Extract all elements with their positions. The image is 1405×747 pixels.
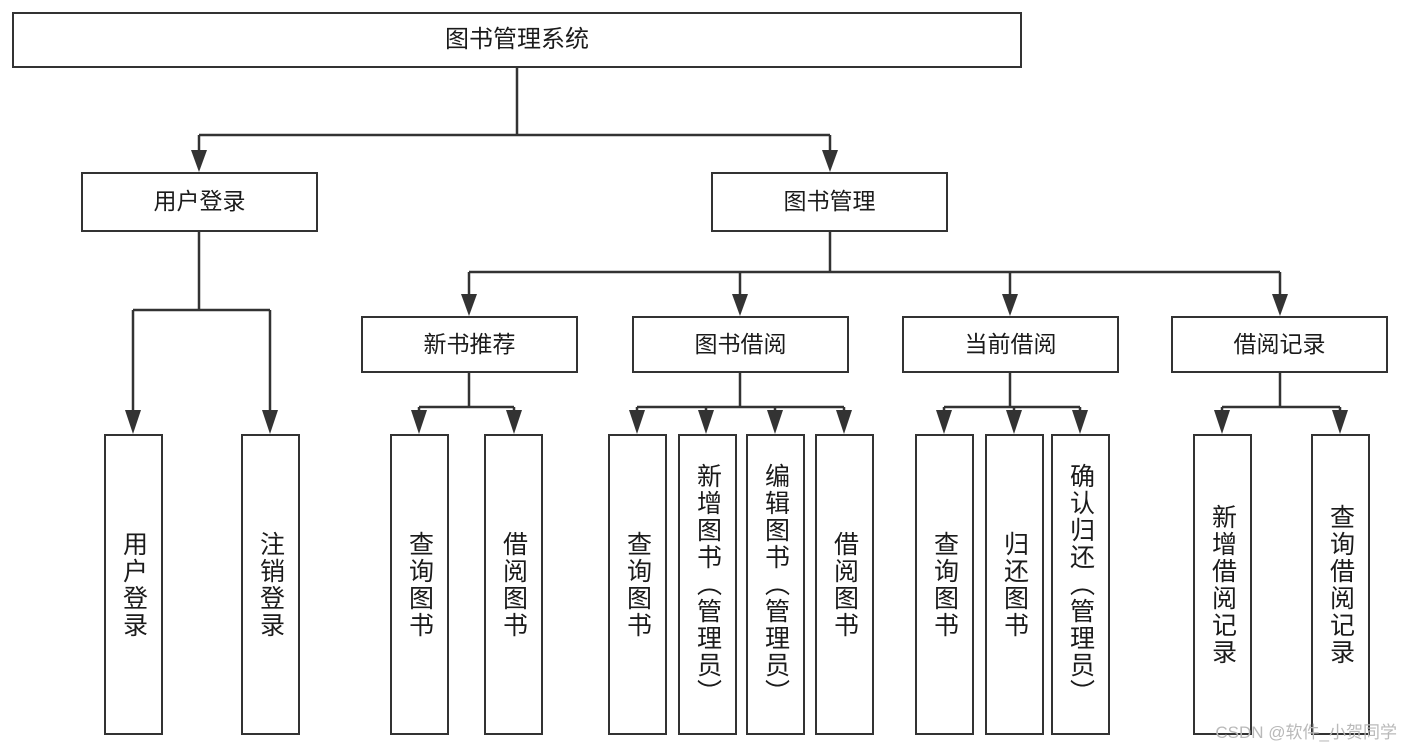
node-label: 注销登录 [256,530,285,639]
node-label: 图书管理系统 [445,25,589,53]
node-label: 新增图书（管理员） [693,463,722,706]
node-label: 查询图书 [405,530,434,639]
node-label: 查询借阅记录 [1326,503,1355,666]
node-label: 确认归还（管理员） [1066,463,1095,706]
leaf-user-login-login[interactable]: 用户登录 [104,434,163,735]
leaf-borrow-record-search[interactable]: 查询借阅记录 [1311,434,1370,735]
leaf-user-login-logout[interactable]: 注销登录 [241,434,300,735]
node-label: 图书借阅 [694,330,787,357]
leaf-borrow-record-add[interactable]: 新增借阅记录 [1193,434,1252,735]
node-label: 编辑图书（管理员） [761,463,790,706]
leaf-book-borrow-borrow[interactable]: 借阅图书 [815,434,874,735]
node-label: 借阅记录 [1233,330,1326,357]
leaf-book-borrow-search[interactable]: 查询图书 [608,434,667,735]
node-label: 查询图书 [930,530,959,639]
node-label: 用户登录 [119,530,148,639]
node-book-borrow[interactable]: 图书借阅 [632,316,849,373]
leaf-book-borrow-add[interactable]: 新增图书（管理员） [678,434,737,735]
node-label: 新增借阅记录 [1208,503,1237,666]
node-user-login[interactable]: 用户登录 [81,172,318,232]
node-label: 新书推荐 [423,330,516,357]
leaf-current-borrow-return[interactable]: 归还图书 [985,434,1044,735]
watermark-text: CSDN @软件_小贺同学 [1215,723,1397,742]
leaf-book-borrow-edit[interactable]: 编辑图书（管理员） [746,434,805,735]
leaf-current-borrow-confirm-return[interactable]: 确认归还（管理员） [1051,434,1110,735]
node-new-book-recommend[interactable]: 新书推荐 [361,316,578,373]
node-label: 查询图书 [623,530,652,639]
node-root-system[interactable]: 图书管理系统 [12,12,1022,68]
node-label: 借阅图书 [499,530,528,639]
node-label: 借阅图书 [830,530,859,639]
node-book-management[interactable]: 图书管理 [711,172,948,232]
leaf-new-book-search[interactable]: 查询图书 [390,434,449,735]
node-borrow-record[interactable]: 借阅记录 [1171,316,1388,373]
node-label: 当前借阅 [964,330,1057,357]
leaf-current-borrow-search[interactable]: 查询图书 [915,434,974,735]
node-label: 图书管理 [783,188,876,215]
node-label: 用户登录 [153,188,246,215]
leaf-new-book-borrow[interactable]: 借阅图书 [484,434,543,735]
node-label: 归还图书 [1000,530,1029,639]
node-current-borrow[interactable]: 当前借阅 [902,316,1119,373]
